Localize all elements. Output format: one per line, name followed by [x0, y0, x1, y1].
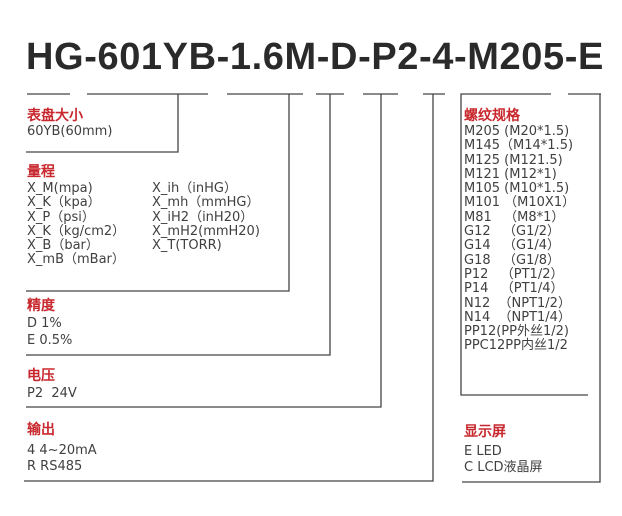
accuracy-item: D 1%	[27, 316, 62, 331]
range-title: 量程	[27, 164, 55, 180]
thread-item: PPC12PP内丝1/2	[464, 338, 568, 354]
connector-dial-size-box	[26, 94, 179, 153]
model-code: HG-601YB-1.6M-D-P2-4-M205-E	[26, 36, 604, 78]
section-accuracy: 精度 D 1% E 0.5%	[27, 298, 72, 349]
thread-item: G18 （G1/8）	[464, 252, 561, 268]
display-item: E LED	[464, 444, 502, 459]
section-thread: 螺纹规格 M205 (M20*1.5) M145（M14*1.5) M125 (…	[464, 108, 575, 354]
range-item: X_ih（inHG）	[152, 181, 237, 196]
range-item: X_mB（mBar）	[27, 252, 125, 268]
accuracy-item: E 0.5%	[27, 333, 73, 348]
dial-size-item: 60YB(60mm)	[27, 124, 113, 139]
range-item: X_iH2（inH20）	[152, 209, 254, 225]
thread-item: M81 （M8*1）	[464, 209, 565, 225]
range-item: X_M(mpa)	[27, 181, 93, 196]
connector-display-box	[462, 94, 601, 483]
section-dial-size: 表盘大小 60YB(60mm)	[27, 108, 112, 139]
thread-item: M125 (M121.5)	[464, 152, 563, 168]
accuracy-title: 精度	[27, 298, 55, 314]
thread-item: G14 （G1/4）	[464, 238, 561, 254]
output-item: R RS485	[27, 459, 83, 474]
range-item: X_K（kpa）	[27, 195, 101, 211]
output-item: 4 4~20mA	[27, 443, 97, 458]
range-item: X_T(TORR)	[152, 238, 222, 254]
section-range: 量程 X_M(mpa) X_K（kpa） X_P（psi） X_K（kg/cm2…	[27, 164, 260, 267]
range-item: X_mh（mmHG）	[152, 195, 260, 211]
thread-item: M121 (M12*1)	[464, 166, 557, 182]
output-title: 输出	[27, 422, 55, 438]
thread-item: M101 （M10X1）	[464, 195, 576, 211]
voltage-title: 电压	[27, 368, 55, 384]
display-item: C LCD液晶屏	[464, 460, 543, 475]
thread-item: N12 （NPT1/2）	[464, 295, 571, 311]
thread-item: P12 （PT1/2）	[464, 266, 564, 282]
thread-item: M145（M14*1.5)	[464, 138, 574, 154]
range-item: X_P（psi）	[27, 209, 95, 225]
connector-accuracy-box	[26, 94, 331, 356]
range-item: X_K（kg/cm2）	[27, 223, 126, 239]
section-display: 显示屏 E LED C LCD液晶屏	[464, 424, 543, 476]
thread-title: 螺纹规格	[464, 108, 520, 124]
thread-item: P14 （PT1/4）	[464, 281, 564, 297]
connector-range-box	[26, 94, 290, 292]
section-voltage: 电压 P2 24V	[27, 368, 77, 402]
connector-thread-box	[460, 93, 588, 396]
thread-item: M205 (M20*1.5)	[464, 124, 570, 139]
display-title: 显示屏	[464, 424, 506, 440]
connector-output-box	[24, 94, 434, 482]
thread-item: M105 (M10*1.5)	[464, 181, 570, 197]
voltage-item: P2 24V	[27, 386, 77, 401]
range-item: X_mH2(mmH20)	[152, 223, 260, 239]
connector-voltage-box	[26, 94, 382, 408]
thread-item: N14 （NPT1/4）	[464, 309, 571, 325]
range-item: X_B（bar）	[27, 238, 99, 254]
thread-item: G12 （G1/2）	[464, 224, 561, 240]
dial-size-title: 表盘大小	[27, 108, 83, 124]
section-output: 输出 4 4~20mA R RS485	[27, 422, 97, 475]
thread-item: PP12(PP外丝1/2)	[464, 324, 569, 340]
